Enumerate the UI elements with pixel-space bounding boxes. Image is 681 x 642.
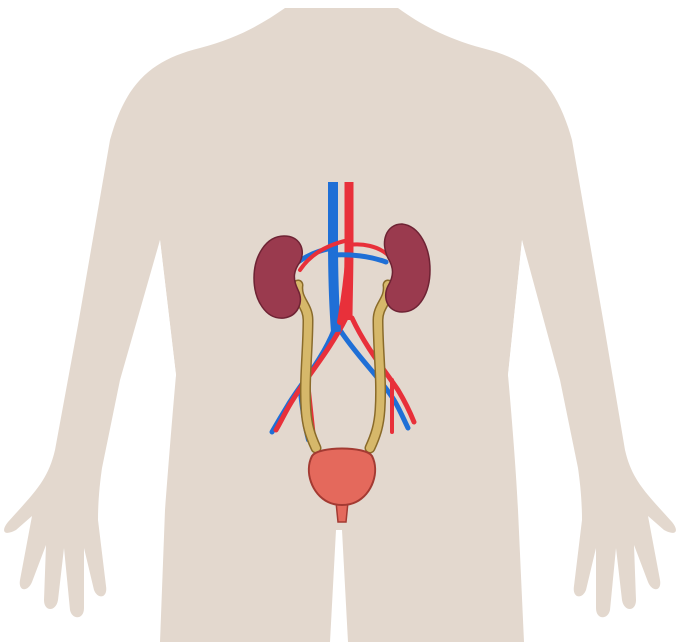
bladder — [309, 449, 375, 506]
